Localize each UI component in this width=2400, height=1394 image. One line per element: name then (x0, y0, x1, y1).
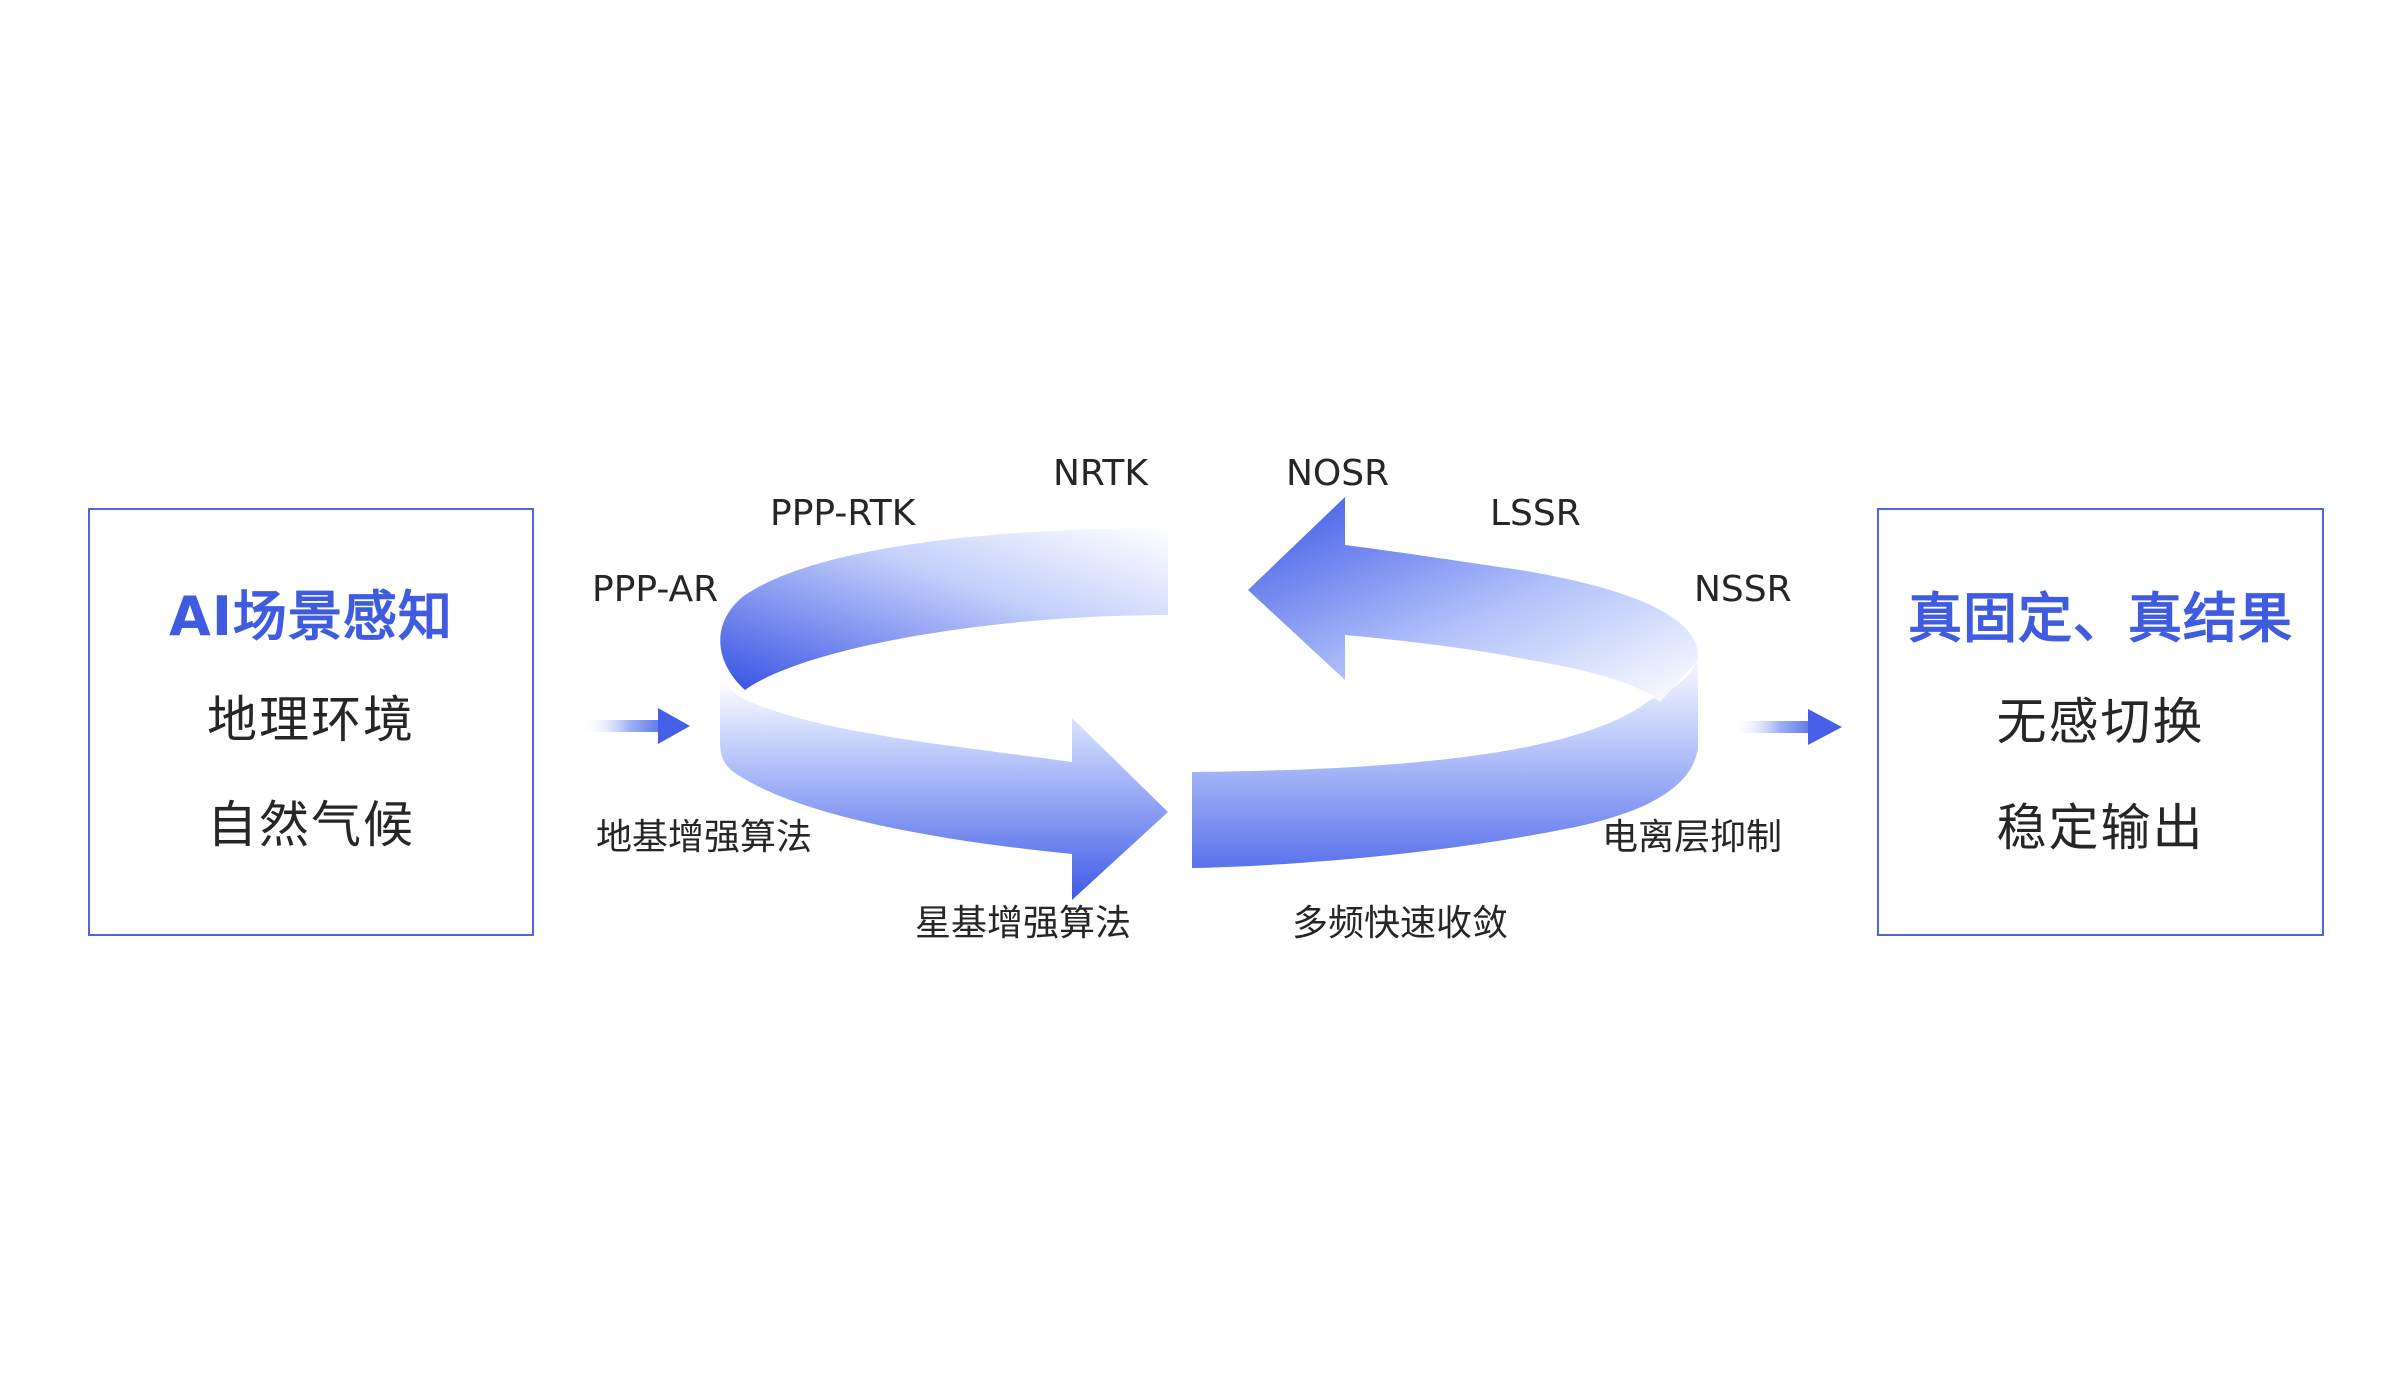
perception-item-climate: 自然气候 (207, 796, 415, 854)
perception-item-geography: 地理环境 (207, 691, 415, 749)
label-satellite-based-augmentation: 星基增强算法 (915, 903, 1132, 944)
label-ionosphere-suppression: 电离层抑制 (1602, 817, 1783, 858)
label-ppp-ar: PPP-AR (592, 569, 719, 610)
scene-perception-panel: AI场景感知 地理环境 自然气候 (88, 508, 534, 936)
result-item-stable: 稳定输出 (1996, 799, 2205, 857)
ribbon-front-right (1192, 650, 1698, 868)
label-nssr: NSSR (1694, 569, 1792, 610)
right-output-arrow (1732, 709, 1842, 745)
result-title: 真固定、真结果 (1908, 587, 2293, 650)
scene-perception-title: AI场景感知 (169, 585, 453, 648)
ribbon-front-left (720, 680, 1168, 900)
label-multi-frequency-convergence: 多频快速收敛 (1292, 903, 1509, 944)
left-input-arrow (582, 708, 690, 744)
result-panel: 真固定、真结果 无感切换 稳定输出 (1877, 508, 2324, 936)
label-ppp-rtk: PPP-RTK (770, 493, 916, 534)
label-ground-based-augmentation: 地基增强算法 (596, 817, 813, 858)
result-item-seamless: 无感切换 (1996, 693, 2205, 751)
label-nrtk: NRTK (1053, 453, 1148, 494)
label-lssr: LSSR (1490, 493, 1581, 534)
ribbon-back-left (720, 528, 1168, 690)
label-nosr: NOSR (1286, 453, 1390, 494)
ribbon-back-right (1248, 497, 1699, 702)
